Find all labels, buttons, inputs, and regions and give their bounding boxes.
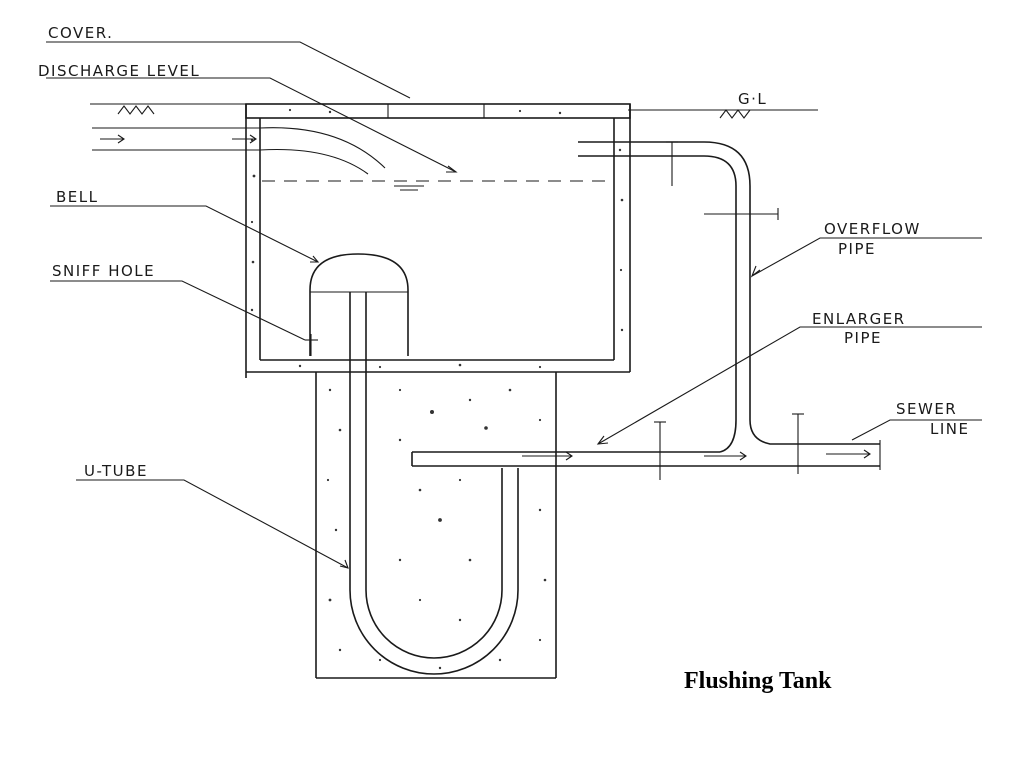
discharge-level-line xyxy=(262,180,612,191)
label-sniff-hole: SNIFF HOLE xyxy=(52,262,155,280)
bell xyxy=(305,253,409,356)
label-u-tube: U-TUBE xyxy=(84,462,148,480)
label-cover: COVER. xyxy=(48,24,113,42)
inlet-pipe xyxy=(92,127,386,175)
ground-level xyxy=(90,103,818,119)
label-gl: G·L xyxy=(738,90,767,108)
label-sewer: SEWER xyxy=(896,400,957,418)
label-enlarger: ENLARGER xyxy=(812,310,906,328)
u-tube xyxy=(349,292,519,675)
leader-lines xyxy=(46,41,982,569)
diagram-caption: Flushing Tank xyxy=(684,668,832,694)
label-overflow-pipe: PIPE xyxy=(838,240,876,258)
label-enlarger-pipe: PIPE xyxy=(844,329,882,347)
label-discharge-level: DISCHARGE LEVEL xyxy=(38,62,200,80)
outlet-pipe xyxy=(411,141,881,480)
concrete-block xyxy=(315,372,557,679)
label-bell: BELL xyxy=(56,188,98,206)
label-sewer-line: LINE xyxy=(930,420,969,438)
label-overflow: OVERFLOW xyxy=(824,220,921,238)
tank xyxy=(245,103,631,378)
